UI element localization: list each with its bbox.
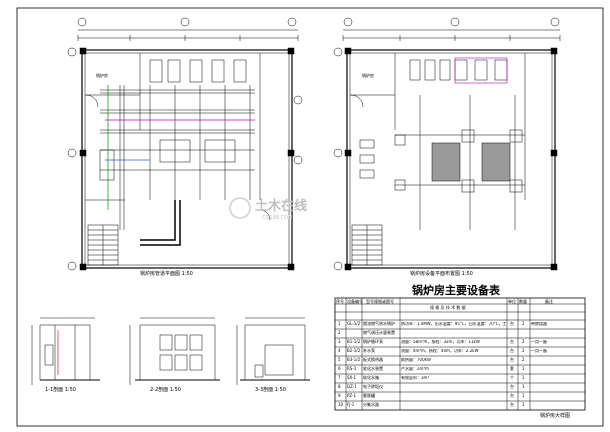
table-cell-unit: 台 [510,393,514,398]
table-cell-name: 分集水器 [363,402,379,407]
table-cell-name: 补水泵 [363,348,375,353]
stairs-left [87,224,119,266]
table-cell-spec: 流量：4m³/h，扬程：40m，功率：2.2kW [401,349,479,353]
left-plan-colored-pipes [105,85,255,210]
table-cell-code: GL-1/2 [347,321,361,326]
section-3-3 [236,317,310,385]
table-cell-qty: 1 [522,384,525,389]
table-cell-name: 软化水装置 [363,366,383,371]
table-cell-unit: 台 [510,339,514,344]
table-cell-note: 一用一备 [531,349,547,353]
table-cell-qty: 2 [522,339,525,344]
left-room-label: 锅炉房 [96,73,108,78]
table-cell-qty: 1 [522,393,525,398]
right-plan-caption: 锅炉房设备平面布置图 1:50 [410,271,473,277]
table-cell-spec: 流量：58m³/h，扬程：32m，功率：11kW [401,340,480,344]
table-cell-name: 板式换热器 [363,357,383,362]
table-cell-spec: 换热量：700kW [401,358,431,362]
table-cell-no: 10 [338,402,344,407]
table-cell-no: 3 [338,339,341,344]
table-cell-qty: 1 [522,402,525,407]
table-cell-name: 膨胀罐 [363,393,375,398]
left-plan-caption: 锅炉房管道平面图 1:50 [140,271,193,277]
table-cell-no: 2 [338,330,341,335]
table-cell-name: 电子除垢仪 [363,384,383,389]
boiler-hatch-2 [481,142,511,182]
col-header-no: 序号 [336,299,344,304]
table-cell-code: B3-1/2 [347,357,361,362]
right-plan-accents [454,57,508,84]
table-cell-name: 燃气调压计量装置 [363,330,395,335]
section-1-caption: 1-1剖面 1:50 [45,387,76,393]
table-cell-unit: 台 [510,357,514,362]
watermark-text: 土木在线 [255,199,308,214]
table-cell-unit: 个 [510,375,514,380]
table-cell-spec: 热功率：1.4MW，出水温度：95°C，回水温度：70°C，工作压力：0.7MP… [401,322,506,326]
table-cell-name: 软化水箱 [363,375,379,380]
table-cell-no: 1 [338,321,341,326]
table-cell-name: 锅炉循环泵 [363,339,383,344]
table-cell-qty: 2 [522,357,525,362]
table-cell-unit: 台 [510,321,514,326]
table-cell-note: 一用一备 [531,340,547,344]
equipment-table-grid [334,297,586,411]
sheet-caption: 锅炉房大样图 [540,413,571,419]
table-cell-code: SX-1 [347,375,357,380]
left-plan [67,17,303,271]
col-header-unit: 单位 [508,299,516,304]
table-cell-note: 带燃烧器 [531,322,547,326]
equipment-table-title: 锅炉房主要设备表 [412,284,500,297]
table-cell-code: FJ-1 [347,402,355,407]
table-cell-qty: 1 [522,366,525,371]
stairs-right [351,224,383,266]
table-cell-no: 4 [338,348,341,353]
table-cell-unit: 台 [510,348,514,353]
watermark-url: CO188.COM [262,215,293,221]
col-header-qty: 数量 [519,299,527,304]
table-cell-code: B1-1/2 [347,339,361,344]
table-cell-code: B2-1/2 [347,348,361,353]
table-cell-no: 6 [338,366,341,371]
table-cell-spec: 有效容积：3m³ [401,376,430,380]
table-cell-code: PZ-1 [347,393,357,398]
section-3-caption: 3-3剖面 1:50 [255,387,286,393]
right-plan [333,17,561,271]
watermark-logo [229,197,251,219]
right-room-label: 锅炉房 [362,73,374,78]
table-cell-code: DZ-1 [347,384,357,389]
col-header-code: 设备编号 [347,299,363,304]
table-cell-qty: 1 [522,375,525,380]
table-cell-code: RS-1 [347,366,357,371]
table-cell-unit: 台 [510,402,514,407]
col-header-name: 型号规格或图号 [366,299,394,304]
section-2-2 [129,317,220,385]
col-header-note: 备注 [545,299,553,304]
table-cell-no: 7 [338,375,341,380]
table-cell-qty: 2 [522,348,525,353]
table-cell-name: 燃油燃气热水锅炉 [363,321,395,326]
table-cell-unit: 套 [510,366,514,371]
equipment-table-header-group: 规 格 及 技 术 数 据 [430,305,466,310]
section-1-1 [31,317,100,385]
table-cell-no: 8 [338,384,341,389]
table-cell-no: 5 [338,357,341,362]
table-cell-no: 9 [338,393,341,398]
boiler-hatch-1 [431,142,461,182]
sheet-frame [16,7,604,427]
table-cell-unit: 台 [510,384,514,389]
table-cell-qty: 2 [522,321,525,326]
section-2-caption: 2-2剖面 1:50 [150,387,181,393]
table-cell-spec: 产水量：2m³/h [401,367,429,371]
